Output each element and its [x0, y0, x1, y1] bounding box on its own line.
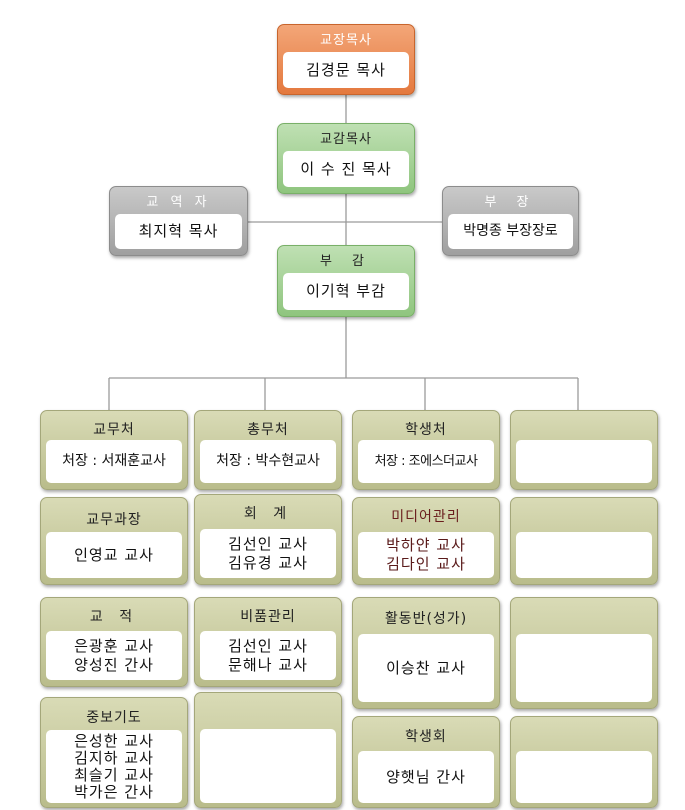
evangelist-title: 교 역 자 — [146, 195, 211, 210]
principal-name: 김경문 목사 — [306, 60, 386, 79]
dept-general-names: 처장 : 박수현교사 — [200, 440, 336, 483]
deputy-title: 부 감 — [319, 254, 373, 269]
registry-title: 교 적 — [89, 609, 139, 625]
evangelist-names: 최지혁 목사 — [115, 214, 242, 249]
dept-academic-names: 처장 : 서재훈교사 — [46, 440, 182, 483]
media-names: 박하얀 교사 김다인 교사 — [358, 532, 494, 578]
row3-empty-box — [510, 597, 658, 709]
supplies-names: 김선인 교사 문해나 교사 — [200, 631, 336, 680]
deputy-name: 이기혁 부감 — [306, 282, 386, 300]
dept-academic-title: 교무처 — [93, 422, 135, 438]
supplies-box: 비품관리 김선인 교사 문해나 교사 — [194, 597, 342, 687]
evangelist-box: 교 역 자 최지혁 목사 — [109, 186, 248, 256]
activity-box: 활동반(성가) 이승찬 교사 — [352, 597, 500, 709]
academic-manager-box: 교무과장 인영교 교사 — [40, 497, 188, 585]
academic-manager-name: 인영교 교사 — [74, 545, 154, 564]
supplies-name-2: 문해나 교사 — [228, 655, 308, 674]
principal-names: 김경문 목사 — [283, 52, 409, 88]
accounting-title: 회 계 — [243, 506, 293, 522]
dept-empty-box — [510, 410, 658, 490]
vice-principal-names: 이 수 진 목사 — [283, 151, 409, 187]
activity-name: 이승찬 교사 — [386, 658, 466, 677]
principal-title: 교장목사 — [320, 33, 372, 48]
dept-student-box: 학생처 처장 : 조에스더교사 — [352, 410, 500, 490]
dept-academic-head: 처장 : 서재훈교사 — [62, 453, 166, 469]
accounting-name-2: 김유경 교사 — [228, 553, 308, 572]
activity-title: 활동반(성가) — [384, 611, 468, 627]
academic-manager-title: 교무과장 — [86, 512, 142, 528]
accounting-name-1: 김선인 교사 — [228, 534, 308, 553]
row2-empty-body — [516, 532, 652, 578]
student-council-name: 양햇님 간사 — [386, 767, 466, 786]
prayer-name-3: 최슬기 교사 — [74, 765, 154, 784]
deputy-names: 이기혁 부감 — [283, 273, 409, 310]
vice-principal-title: 교감목사 — [320, 132, 372, 147]
dept-academic-box: 교무처 처장 : 서재훈교사 — [40, 410, 188, 490]
student-council-title: 학생회 — [405, 729, 447, 745]
row4-empty-body-4 — [516, 751, 652, 803]
vice-principal-name: 이 수 진 목사 — [300, 159, 392, 178]
row3-empty-body — [516, 634, 652, 702]
dept-general-head: 처장 : 박수현교사 — [216, 453, 320, 469]
principal-box: 교장목사 김경문 목사 — [277, 24, 415, 95]
prayer-name-4: 박가은 간사 — [74, 782, 154, 801]
elder-names: 박명종 부장장로 — [448, 214, 573, 249]
prayer-name-1: 은성한 교사 — [74, 731, 154, 750]
registry-box: 교 적 은광훈 교사 양성진 간사 — [40, 597, 188, 687]
dept-empty-body — [516, 440, 652, 483]
evangelist-name: 최지혁 목사 — [138, 222, 219, 240]
academic-manager-names: 인영교 교사 — [46, 532, 182, 578]
prayer-names: 은성한 교사 김지하 교사 최슬기 교사 박가은 간사 — [46, 730, 182, 803]
vice-principal-box: 교감목사 이 수 진 목사 — [277, 123, 415, 194]
media-box: 미디어관리 박하얀 교사 김다인 교사 — [352, 497, 500, 585]
row2-empty-box — [510, 497, 658, 585]
row4-empty-body-2 — [200, 729, 336, 803]
dept-student-title: 학생처 — [405, 422, 447, 438]
elder-title: 부 장 — [484, 195, 537, 210]
row4-empty-box-2 — [194, 692, 342, 808]
prayer-title: 중보기도 — [86, 710, 142, 726]
activity-names: 이승찬 교사 — [358, 634, 494, 702]
media-name-1: 박하얀 교사 — [386, 536, 466, 554]
dept-general-title: 총무처 — [247, 422, 289, 438]
dept-student-names: 처장 : 조에스더교사 — [358, 440, 494, 483]
deputy-box: 부 감 이기혁 부감 — [277, 245, 415, 317]
elder-box: 부 장 박명종 부장장로 — [442, 186, 579, 256]
prayer-box: 중보기도 은성한 교사 김지하 교사 최슬기 교사 박가은 간사 — [40, 697, 188, 808]
accounting-box: 회 계 김선인 교사 김유경 교사 — [194, 494, 342, 585]
registry-names: 은광훈 교사 양성진 간사 — [46, 631, 182, 680]
registry-name-1: 은광훈 교사 — [74, 636, 154, 655]
supplies-title: 비품관리 — [240, 609, 296, 625]
supplies-name-1: 김선인 교사 — [228, 636, 308, 655]
prayer-name-2: 김지하 교사 — [74, 748, 154, 767]
elder-name: 박명종 부장장로 — [463, 223, 558, 239]
dept-student-head: 처장 : 조에스더교사 — [374, 454, 478, 469]
student-council-names: 양햇님 간사 — [358, 751, 494, 803]
dept-general-box: 총무처 처장 : 박수현교사 — [194, 410, 342, 490]
row4-empty-box-4 — [510, 716, 658, 808]
student-council-box: 학생회 양햇님 간사 — [352, 716, 500, 808]
media-title: 미디어관리 — [391, 509, 461, 525]
media-name-2: 김다인 교사 — [386, 555, 466, 573]
registry-name-2: 양성진 간사 — [74, 655, 154, 674]
accounting-names: 김선인 교사 김유경 교사 — [200, 529, 336, 578]
